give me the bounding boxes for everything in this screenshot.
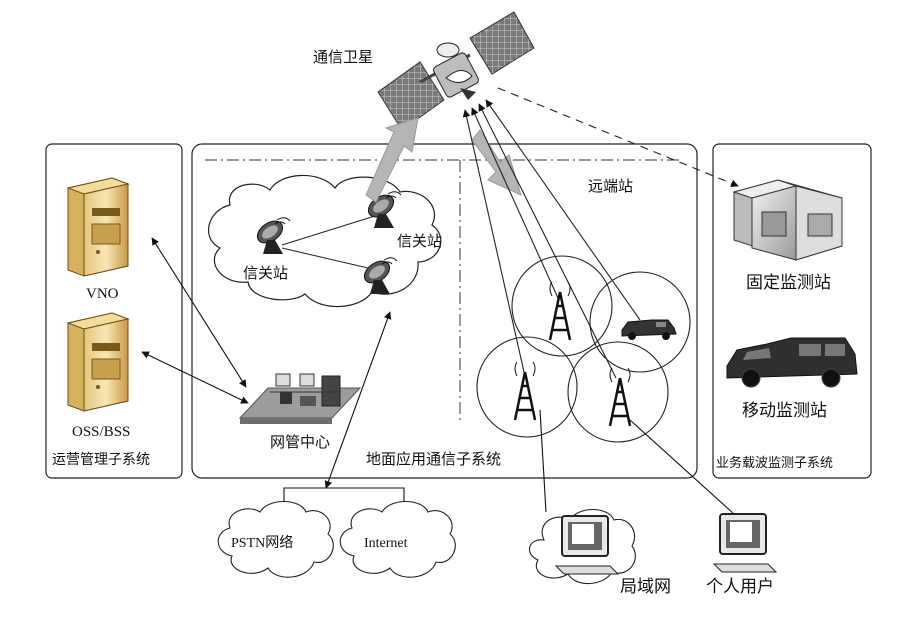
coverage-circles bbox=[476, 255, 691, 443]
pstn-cloud bbox=[217, 500, 334, 578]
gateway-link-2 bbox=[281, 247, 369, 269]
tower-lan-link bbox=[539, 409, 547, 513]
dish-antenna-icon bbox=[256, 217, 291, 254]
lan-label: 局域网 bbox=[620, 577, 671, 597]
oss-bss-label: OSS/BSS bbox=[72, 424, 130, 440]
bottom-connector bbox=[283, 487, 405, 505]
personal-user-label: 个人用户 bbox=[706, 577, 774, 597]
carrier-monitoring-subsystem-panel bbox=[712, 143, 872, 479]
fixed-station-label: 固定监测站 bbox=[746, 273, 831, 293]
satellite-icon bbox=[377, 11, 535, 131]
gateway-link-1 bbox=[281, 214, 379, 246]
nms-center-icon bbox=[238, 373, 362, 424]
mobile-station-vehicle-icon bbox=[726, 337, 858, 388]
dish-antenna-icon bbox=[363, 257, 398, 294]
internet-cloud bbox=[339, 500, 456, 578]
cloud-pstn-link bbox=[324, 311, 392, 489]
satellite-label: 通信卫星 bbox=[313, 48, 373, 66]
internet-label: Internet bbox=[364, 536, 408, 551]
satellite-remote-links bbox=[462, 99, 641, 379]
oss-nms-link bbox=[141, 351, 249, 404]
uplink-gray-arrow bbox=[365, 117, 419, 203]
nms-center-label: 网管中心 bbox=[270, 433, 330, 451]
vehicle-icon bbox=[621, 319, 677, 340]
gateway-label-a: 信关站 bbox=[243, 264, 288, 282]
oss-bss-server-icon bbox=[66, 312, 130, 412]
lan-computer-icon bbox=[554, 515, 620, 575]
cell-tower-icon bbox=[548, 281, 572, 341]
vno-label: VNO bbox=[86, 286, 119, 302]
monitor-dashed-arrow bbox=[497, 87, 739, 187]
fixed-station-building-icon bbox=[732, 179, 843, 261]
remote-station-label: 远端站 bbox=[588, 177, 633, 195]
mobile-station-label: 移动监测站 bbox=[742, 401, 827, 421]
gateway-label-b: 信关站 bbox=[397, 232, 442, 250]
operations-subsystem-title: 运营管理子系统 bbox=[52, 452, 150, 468]
tower-personal-link bbox=[629, 419, 735, 515]
cell-tower-icon bbox=[608, 367, 632, 427]
pstn-label: PSTN网络 bbox=[231, 535, 293, 551]
carrier-monitoring-subsystem-title: 业务载波监测子系统 bbox=[716, 455, 833, 471]
vno-server-icon bbox=[66, 177, 130, 277]
ground-comm-subsystem-title: 地面应用通信子系统 bbox=[366, 450, 501, 468]
personal-computer-icon bbox=[712, 513, 778, 573]
cell-tower-icon bbox=[513, 361, 537, 421]
